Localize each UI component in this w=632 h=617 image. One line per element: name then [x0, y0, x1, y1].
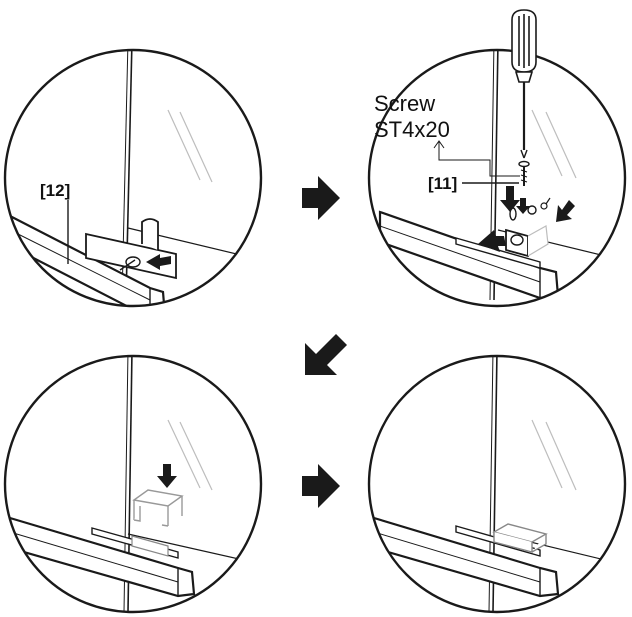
screw-label: Screw	[374, 91, 435, 116]
down-arrow-cover	[157, 464, 177, 488]
clip-part-12	[85, 232, 177, 280]
step-arrow-right-2	[302, 464, 340, 508]
callout-12: [12]	[40, 181, 70, 200]
screw-icon	[518, 160, 530, 186]
glass-reflection	[167, 109, 201, 181]
step-arrow-down-left	[305, 334, 347, 375]
down-arrow-washer	[516, 198, 530, 214]
screw-label-leader	[433, 140, 520, 177]
screwdriver-icon	[511, 9, 537, 159]
panel-step-2: [11] Screw ST4x20	[367, 9, 627, 308]
panel-frame	[3, 48, 263, 308]
down-arrow	[500, 186, 520, 212]
panel-step-1: [12]	[3, 48, 263, 308]
step-arrow-right-1	[302, 176, 340, 220]
panel-step-3	[3, 354, 263, 614]
cover-cap	[132, 489, 184, 527]
push-arrow	[478, 230, 506, 252]
callout-11: [11]	[428, 174, 457, 193]
installed-cap	[492, 523, 548, 553]
diag-arrow-cap	[556, 200, 575, 222]
panel-step-4	[367, 354, 627, 614]
screw-spec: ST4x20	[374, 117, 450, 142]
slide-arrow	[146, 254, 171, 270]
